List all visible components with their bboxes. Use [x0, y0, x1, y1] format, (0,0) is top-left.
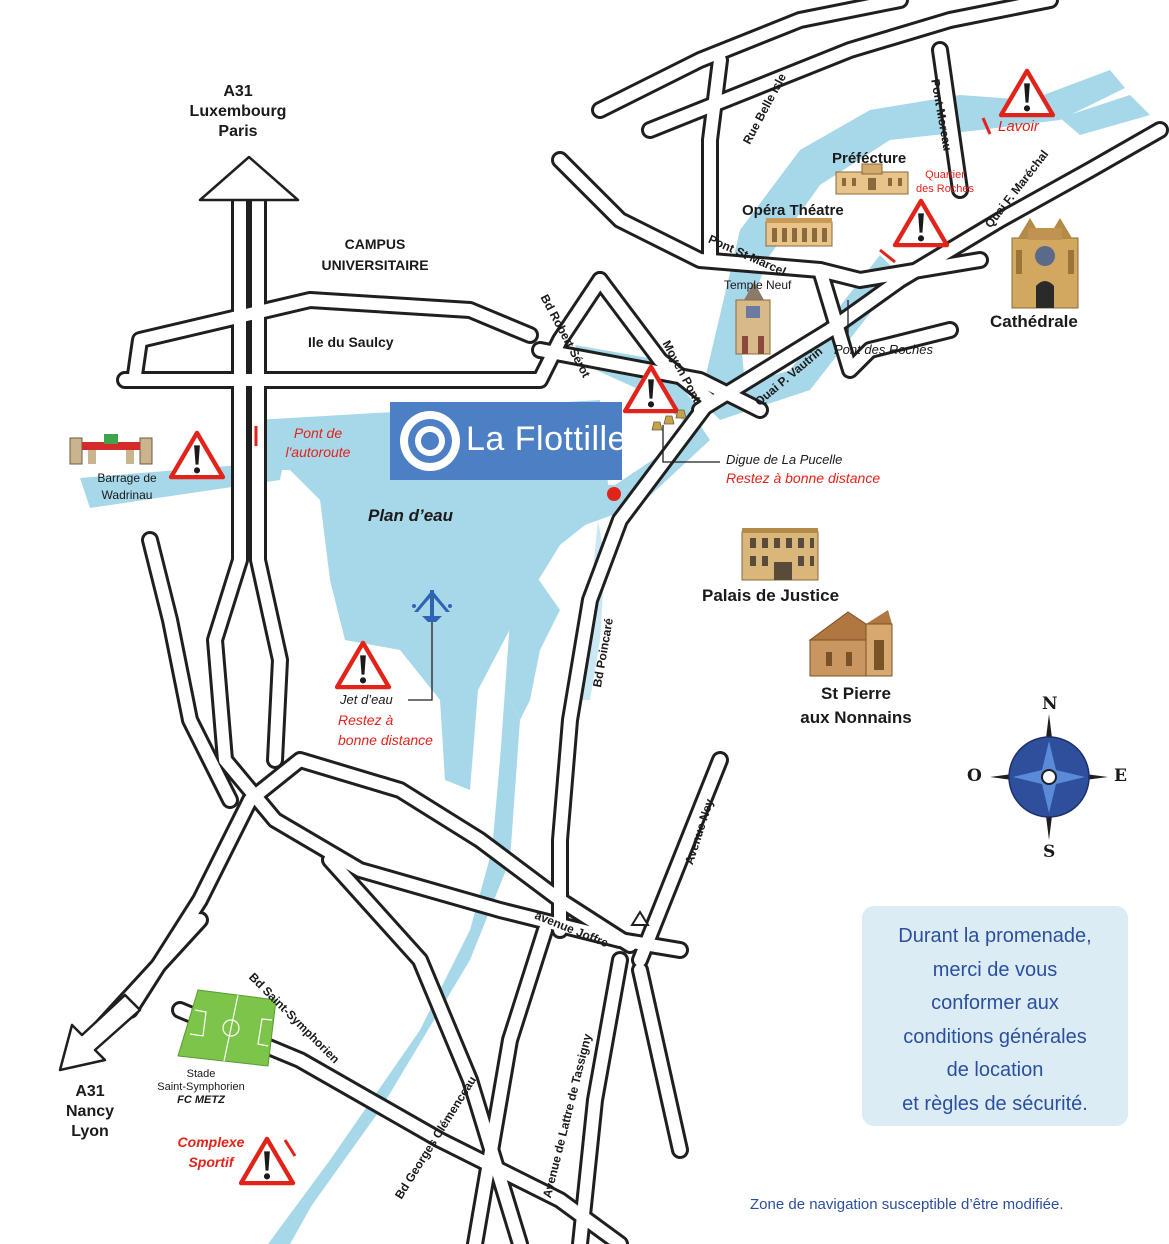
barrage-icon [69, 434, 153, 465]
compass-icon [990, 714, 1108, 840]
info-box: Durant la promenade, merci de vous confo… [862, 906, 1128, 1126]
logo-text: La Flottille [466, 420, 627, 458]
lavoir-label: Lavoir [998, 118, 1039, 135]
digue-warning: Restez à bonne distance [726, 470, 881, 486]
ile-saulcy-label: Ile du Saulcy [308, 334, 394, 350]
canal-south [505, 560, 560, 720]
compass-s: S [1043, 842, 1056, 862]
digue-label: Digue de La Pucelle [726, 452, 843, 467]
location-dot [607, 487, 621, 501]
bridge-marks [254, 117, 992, 1157]
leader-lines [408, 300, 849, 701]
moselle-arm-east [1060, 95, 1150, 135]
compass-o: O [967, 766, 982, 786]
prefecture-label: Préfécture [832, 150, 907, 167]
cathedrale-building-icon [1011, 218, 1079, 309]
footer-note: Zone de navigation susceptible d’être mo… [750, 1196, 1064, 1213]
cathedrale-label: Cathédrale [990, 312, 1078, 331]
highway-arrow-south [58, 993, 142, 1072]
football-field-icon [177, 989, 277, 1067]
st-pierre-building-icon [808, 610, 893, 677]
pont-roches-label: Pont des Roches [834, 342, 934, 357]
palais-label: Palais de Justice [702, 586, 840, 605]
palais-de-justice-icon [741, 528, 819, 581]
warning-icon-jet [337, 643, 389, 687]
compass-n: N [1042, 694, 1058, 714]
plan-eau-label: Plan d’eau [368, 506, 454, 525]
triangle-marker-icon [630, 910, 650, 926]
prefecture-building-icon [835, 163, 909, 195]
jet-eau-label: Jet d’eau [340, 692, 393, 707]
digue-icons [651, 409, 687, 431]
temple-neuf-icon [735, 282, 771, 355]
plan-d-eau-north [470, 425, 710, 560]
logo-lifebuoy-overlay [400, 411, 460, 471]
moselle-arm-north [700, 70, 1125, 420]
opera-building-icon [765, 218, 833, 247]
warning-icon-lavoir [1001, 71, 1053, 115]
wadrinau-channel [80, 425, 290, 508]
opera-label: Opéra Théatre [742, 202, 844, 219]
temple-neuf-label: Temple Neuf [724, 278, 792, 292]
fountain-icon [412, 590, 452, 622]
highway-arrow-north [198, 155, 300, 202]
warning-icon-roches [895, 201, 947, 245]
compass-e: E [1114, 766, 1127, 786]
